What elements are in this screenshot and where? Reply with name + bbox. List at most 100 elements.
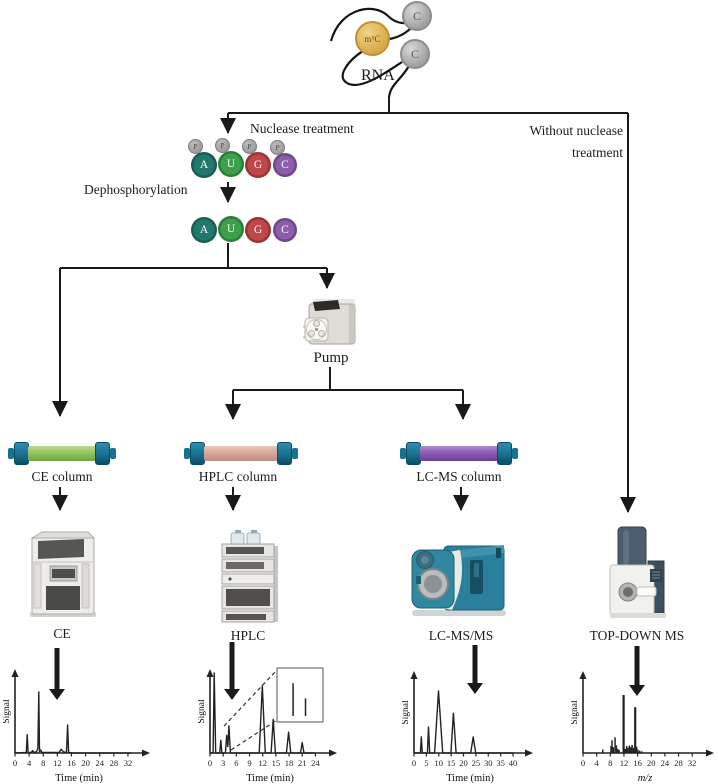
svg-text:4: 4 (27, 758, 32, 768)
svg-text:Time (min): Time (min) (246, 773, 294, 784)
rna-base-c-bottom: C (400, 39, 430, 69)
svg-text:20: 20 (459, 758, 468, 768)
topdown-ms-instrument-illustration (609, 526, 666, 618)
svg-text:25: 25 (472, 758, 481, 768)
result-arrows (49, 642, 645, 700)
nucleotide-c-label: C (281, 159, 289, 171)
column-fitting (184, 447, 190, 459)
column-fitting (400, 447, 406, 459)
column-cap (277, 441, 292, 465)
svg-text:35: 35 (496, 758, 505, 768)
rna-label: RNA (361, 67, 395, 84)
hplc-instrument-label: HPLC (230, 628, 266, 643)
svg-text:12: 12 (620, 758, 629, 768)
svg-text:3: 3 (221, 758, 225, 768)
svg-text:30: 30 (484, 758, 493, 768)
ce-column-illustration (8, 441, 116, 465)
topdown-ms-instrument-label: TOP-DOWN MS (589, 628, 685, 643)
lcms-instrument-illustration (411, 545, 506, 616)
nucleotide-a: A (191, 217, 217, 243)
nucleotide-u: U (218, 216, 244, 242)
ce-instrument-label: CE (53, 626, 71, 641)
pump-label: Pump (313, 350, 349, 366)
rna-base-c-top: C (402, 1, 432, 31)
svg-text:0: 0 (208, 758, 212, 768)
nucleotide-u-label: U (226, 223, 236, 235)
svg-text:9: 9 (247, 758, 251, 768)
nuclease-treatment-label: Nuclease treatment (250, 121, 354, 136)
lcms-column-illustration (400, 441, 518, 465)
svg-text:5: 5 (424, 758, 428, 768)
svg-text:15: 15 (447, 758, 456, 768)
svg-text:40: 40 (509, 758, 518, 768)
phosphate-badge: P (270, 140, 285, 155)
column-cap (406, 441, 421, 465)
hplc-column-label: HPLC column (198, 469, 278, 484)
pump-illustration (303, 299, 356, 345)
ce-column-label: CE column (31, 469, 93, 484)
svg-text:10: 10 (435, 758, 444, 768)
svg-text:12: 12 (258, 758, 267, 768)
rna-base-c-top-label: C (412, 8, 421, 23)
svg-text:32: 32 (688, 758, 697, 768)
svg-text:24: 24 (311, 758, 320, 768)
column-fitting (512, 447, 518, 459)
lcms-column-label: LC-MS column (416, 469, 502, 484)
svg-text:m/z: m/z (638, 773, 653, 784)
nucleotide-g-label: G (253, 159, 263, 171)
phosphate-badge: P (215, 138, 230, 153)
svg-text:Signal: Signal (198, 699, 207, 724)
svg-text:Signal: Signal (402, 700, 411, 725)
column-cap (14, 441, 29, 465)
svg-text:15: 15 (272, 758, 281, 768)
svg-text:Time (min): Time (min) (55, 773, 103, 784)
nucleotide-a-label: A (199, 224, 209, 236)
nucleotide-u-label: U (226, 158, 236, 170)
svg-text:4: 4 (595, 758, 600, 768)
svg-text:0: 0 (412, 758, 416, 768)
svg-text:6: 6 (234, 758, 238, 768)
column-cap (95, 441, 110, 465)
hplc-column-body (204, 445, 278, 461)
dephosphorylation-label: Dephosphorylation (84, 182, 188, 197)
svg-text:Time (min): Time (min) (446, 773, 494, 784)
column-fitting (110, 447, 116, 459)
svg-text:16: 16 (633, 758, 642, 768)
phosphate-badge: P (188, 139, 203, 154)
nucleotide-c-label: C (281, 224, 289, 236)
column-fitting (292, 447, 298, 459)
svg-text:18: 18 (285, 758, 294, 768)
ce-instrument-illustration (30, 531, 96, 617)
svg-text:20: 20 (81, 758, 90, 768)
without-nuclease-treatment-label: Without nuclease treatment (529, 123, 623, 160)
column-cap (497, 441, 512, 465)
column-fitting (8, 447, 14, 459)
rna-modified-base-m5c-label: m⁵C (364, 33, 381, 44)
svg-text:28: 28 (110, 758, 119, 768)
rna-base-c-bottom-label: C (410, 46, 419, 61)
svg-text:0: 0 (13, 758, 17, 768)
svg-text:24: 24 (661, 758, 670, 768)
hplc-column-illustration (184, 441, 298, 465)
lcms-column-body (420, 445, 498, 461)
svg-text:16: 16 (67, 758, 76, 768)
svg-text:Signal: Signal (571, 700, 580, 725)
svg-text:0: 0 (581, 758, 585, 768)
phosphate-badge: P (242, 139, 257, 154)
lcms-instrument-label: LC-MS/MS (428, 628, 494, 643)
nucleotide-g-label: G (253, 224, 263, 236)
svg-text:28: 28 (674, 758, 683, 768)
nucleotide-g: G (245, 217, 271, 243)
svg-text:Signal: Signal (3, 699, 12, 724)
nucleotide-a-label: A (199, 159, 209, 171)
rna-modified-base-m5c: m⁵C (355, 21, 390, 56)
